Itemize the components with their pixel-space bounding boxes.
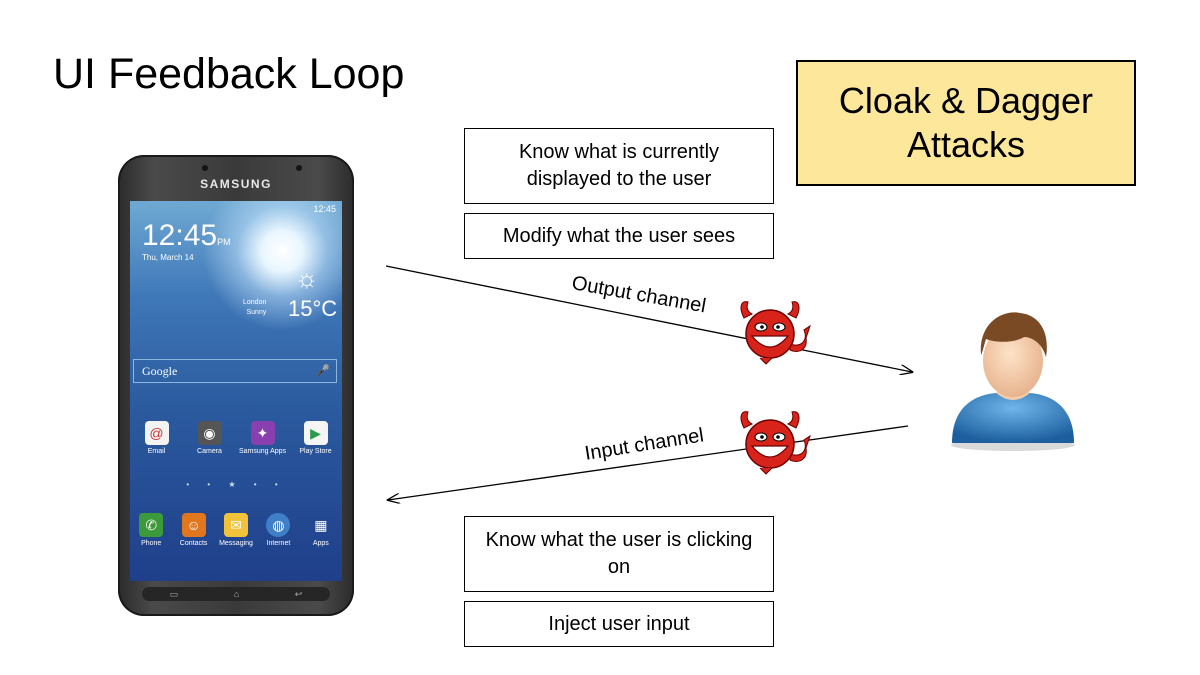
app-apps[interactable]: ▦ Apps (300, 513, 342, 548)
apps-grid-icon: ▦ (314, 517, 328, 533)
camera-dot (202, 165, 208, 171)
app-phone[interactable]: ✆ Phone (130, 513, 172, 548)
hardware-nav-bar: ▭ ⌂ ↩ (142, 587, 330, 601)
play-store-icon: ▶ (303, 421, 328, 445)
app-dock: ✆ Phone ☺ Contacts ✉ Messaging ◍ Internet ▦ A… (130, 513, 342, 548)
camera-icon: ◉ (197, 421, 222, 445)
app-label: Phone (141, 540, 162, 547)
app-label: Apps (312, 540, 329, 547)
app-contacts[interactable]: ☺ Contacts (172, 513, 214, 548)
app-row-1: @ Email ◉ Camera ✦ Samsung Apps ▶ Play Store (130, 421, 342, 456)
capability-box-modify: Modify what the user sees (464, 213, 774, 259)
menu-key-icon[interactable]: ▭ (169, 588, 179, 599)
app-label: Camera (197, 448, 222, 455)
app-play-store[interactable]: ▶ Play Store (292, 421, 340, 456)
home-clock: 12:45PM (142, 219, 231, 253)
weather-sun-icon: ☼ (295, 263, 319, 293)
page-indicator: • • ★ • • (186, 480, 286, 489)
home-date: Thu, March 14 (142, 253, 194, 262)
contacts-icon: ☺ (181, 513, 206, 537)
samsung-apps-icon: ✦ (250, 421, 275, 445)
google-search-label: Google (142, 364, 178, 378)
mic-icon[interactable]: 🎤 (316, 365, 330, 377)
cloak-dagger-callout: Cloak & Dagger Attacks (796, 60, 1136, 186)
user-avatar-icon (951, 312, 1075, 451)
weather-city: London (243, 299, 267, 306)
app-camera[interactable]: ◉ Camera (186, 421, 234, 456)
output-channel-arrow (385, 265, 912, 372)
phone-icon: ✆ (139, 513, 164, 537)
app-label: Samsung Apps (238, 448, 287, 455)
devil-icon (740, 301, 811, 365)
capability-box-inject: Inject user input (464, 601, 774, 647)
app-label: Email (147, 448, 166, 455)
google-search-bar[interactable]: Google 🎤 (133, 359, 337, 383)
capability-box-display: Know what is currently displayed to the … (464, 128, 774, 204)
app-label: Play Store (299, 448, 332, 455)
clock-time: 12:45 (142, 219, 218, 252)
sensor-dot (296, 165, 302, 171)
capability-box-clicking: Know what the user is clicking on (464, 516, 774, 592)
status-time: 12:45 (313, 204, 336, 214)
slide-title: UI Feedback Loop (53, 50, 405, 98)
messaging-icon: ✉ (224, 513, 249, 537)
weather-temp: 15°C (288, 296, 338, 321)
app-label: Messaging (219, 540, 253, 547)
phone-brand: SAMSUNG (200, 177, 272, 191)
input-channel-arrow (388, 425, 909, 500)
internet-icon: ◍ (266, 513, 291, 537)
app-email[interactable]: @ Email (133, 421, 181, 456)
app-internet[interactable]: ◍ Internet (257, 513, 299, 548)
app-messaging[interactable]: ✉ Messaging (215, 513, 257, 548)
weather-condition: Sunny (246, 309, 267, 316)
home-key-icon[interactable]: ⌂ (233, 589, 240, 599)
app-label: Internet (266, 540, 291, 547)
app-label: Contacts (179, 540, 208, 547)
devil-icon (740, 411, 811, 475)
clock-ampm: PM (217, 237, 231, 247)
smartphone: SAMSUNG 12:45 12:45PM Thu, March 14 ☼ Lo… (118, 155, 354, 616)
back-key-icon[interactable]: ↩ (294, 588, 303, 599)
app-samsung-apps[interactable]: ✦ Samsung Apps (239, 421, 287, 456)
email-icon: @ (144, 421, 169, 445)
